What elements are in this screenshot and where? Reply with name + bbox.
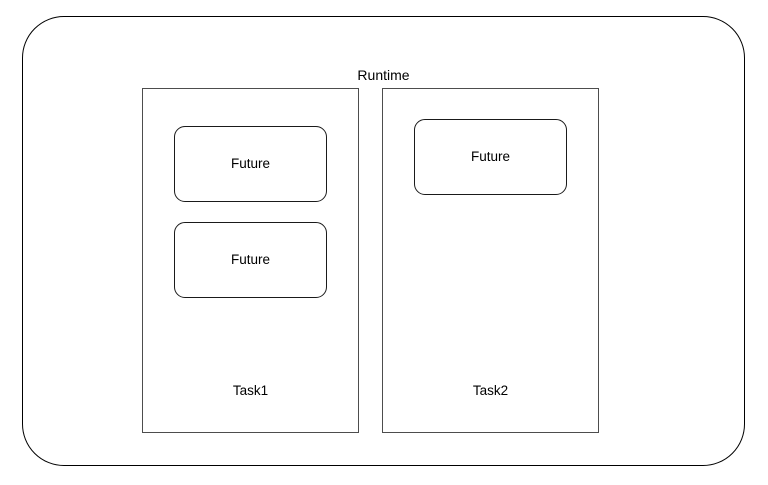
future-box-task1-2: Future: [174, 222, 327, 298]
future-label: Future: [230, 252, 271, 267]
runtime-label: Runtime: [357, 67, 410, 83]
future-label: Future: [470, 149, 511, 164]
task-label-task1: Task1: [232, 383, 269, 398]
task-label-task2: Task2: [472, 383, 509, 398]
future-box-task1-1: Future: [174, 126, 327, 202]
future-box-task2-1: Future: [414, 119, 567, 195]
future-label: Future: [230, 156, 271, 171]
